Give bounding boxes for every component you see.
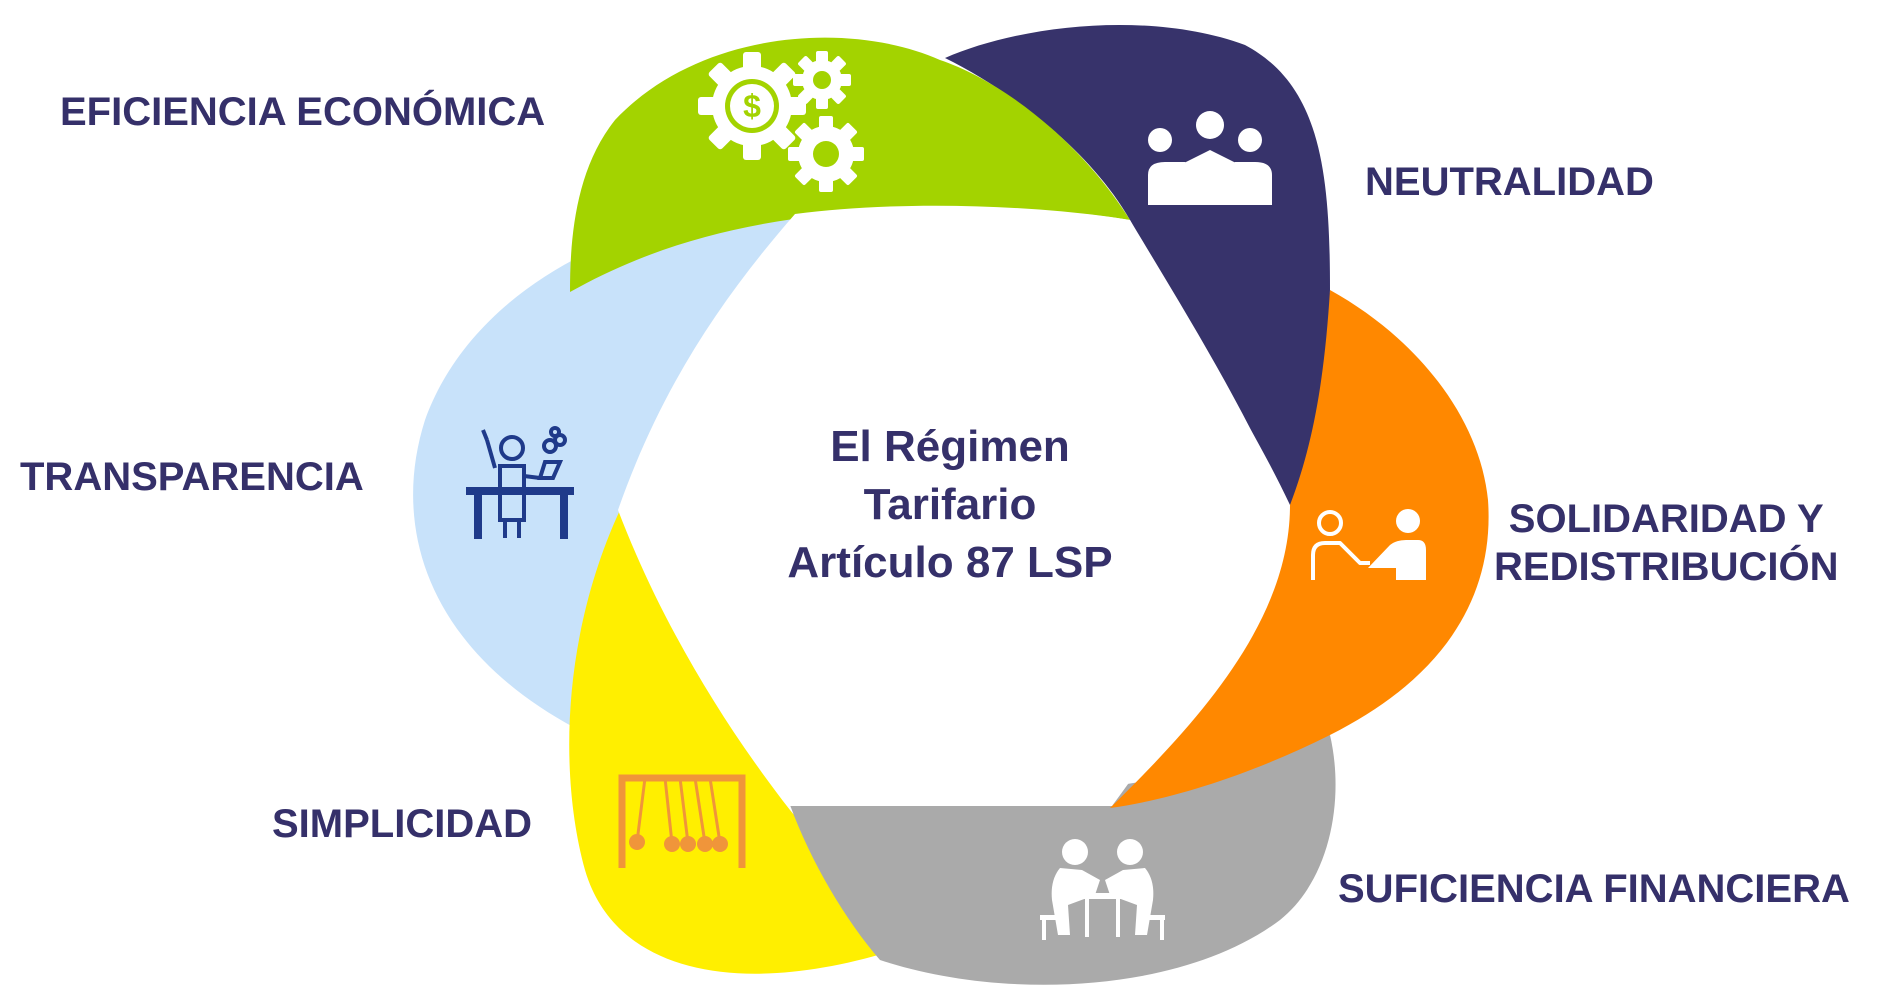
center-title-line-2: Tarifario — [863, 480, 1037, 529]
scientist-lab-icon — [466, 426, 574, 539]
center-hub — [618, 205, 1287, 806]
label-simplicidad: SIMPLICIDAD — [272, 802, 532, 846]
petal-neutralidad — [945, 24, 1330, 505]
group-people-icon — [1148, 111, 1272, 205]
label-solidaridad-redistribucion: SOLIDARIDAD Y REDISTRIBUCIÓN — [1494, 497, 1839, 589]
arm-wrestling-icon — [1040, 839, 1165, 940]
center-title-line-1: El Régimen — [830, 422, 1070, 471]
petal-simplicidad — [569, 510, 950, 974]
newtons-cradle-icon — [618, 774, 746, 868]
svg-text:$: $ — [743, 88, 761, 124]
label-eficiencia-economica: EFICIENCIA ECONÓMICA — [60, 90, 546, 134]
petal-suficiencia — [790, 735, 1336, 985]
petal-solidaridad — [1110, 290, 1489, 808]
center-title: El Régimen Tarifario Artículo 87 LSP — [750, 418, 1150, 592]
label-transparencia: TRANSPARENCIA — [20, 455, 364, 499]
helping-hand-icon — [1311, 509, 1426, 580]
label-suficiencia-financiera: SUFICIENCIA FINANCIERA — [1338, 867, 1850, 911]
center-title-line-3: Artículo 87 LSP — [787, 538, 1113, 587]
gears-dollar-icon: $ — [698, 51, 864, 192]
label-neutralidad: NEUTRALIDAD — [1365, 160, 1654, 204]
